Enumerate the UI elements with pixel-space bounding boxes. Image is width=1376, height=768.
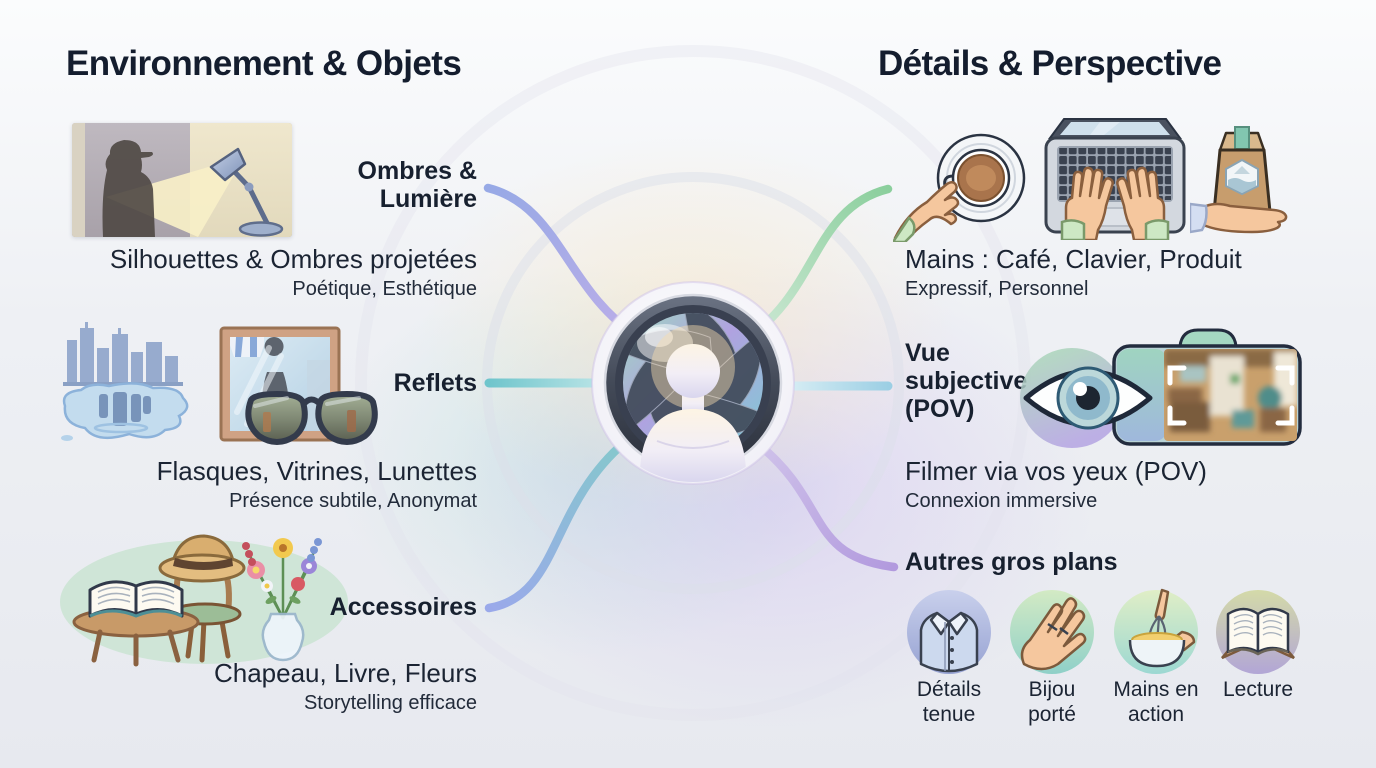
- open-book-icon: [1216, 590, 1300, 674]
- caption-mains: Mains : Café, Clavier, Produit: [905, 244, 1242, 274]
- subcaption-presence: Présence subtile, Anonymat: [229, 490, 477, 512]
- eye-icon: [1023, 366, 1153, 430]
- section-label-pov: Vue subjective (POV): [905, 339, 1028, 423]
- silhouette-lamp-illustration: [72, 123, 292, 237]
- hand-coffee-illustration: [893, 133, 1026, 242]
- subcaption-connexion: Connexion immersive: [905, 490, 1098, 512]
- subcaption-poetique: Poétique, Esthétique: [292, 278, 477, 300]
- section-label-reflets: Reflets: [393, 369, 477, 397]
- cafe-photo: [1164, 349, 1297, 441]
- pov-eye-camera-illustration: [1020, 328, 1302, 448]
- flower-vase-shape: [242, 538, 322, 662]
- section-label-autres-gros-plans: Autres gros plans: [905, 548, 1118, 576]
- shirt-collar-icon: [907, 590, 991, 674]
- person-silhouette: [639, 325, 747, 482]
- hand-rings-icon: [1010, 590, 1094, 674]
- whisk-bowl-icon: [1114, 588, 1198, 674]
- section-label-accessoires: Accessoires: [329, 593, 477, 621]
- closeup-label-lecture: Lecture: [1222, 678, 1294, 701]
- viewfinder-brackets: [1167, 365, 1295, 426]
- city-puddle-reflection-illustration: [61, 322, 189, 441]
- section-label-ombres-lumiere: Ombres & Lumière: [357, 157, 477, 213]
- subcaption-storytelling: Storytelling efficace: [303, 692, 477, 714]
- caption-flasques: Flasques, Vitrines, Lunettes: [156, 456, 477, 486]
- table-book-shape: [72, 580, 200, 667]
- caption-filmer: Filmer via vos yeux (POV): [905, 456, 1207, 486]
- reflections-illustration-group: [61, 322, 378, 445]
- hands-keyboard-illustration: [1044, 118, 1186, 240]
- hand-product-illustration: [1190, 126, 1288, 234]
- subcaption-expressif: Expressif, Personnel: [905, 278, 1089, 300]
- caption-silhouettes: Silhouettes & Ombres projetées: [109, 244, 477, 274]
- caption-chapeau: Chapeau, Livre, Fleurs: [213, 658, 477, 688]
- hat-book-flowers-illustration: [60, 534, 348, 667]
- camera-lens-person-icon: [591, 281, 795, 485]
- right-column-title: Détails & Perspective: [878, 44, 1222, 83]
- left-column-title: Environnement & Objets: [66, 44, 462, 83]
- sunglasses-illustration: [245, 391, 378, 445]
- hat-shape: [158, 534, 246, 583]
